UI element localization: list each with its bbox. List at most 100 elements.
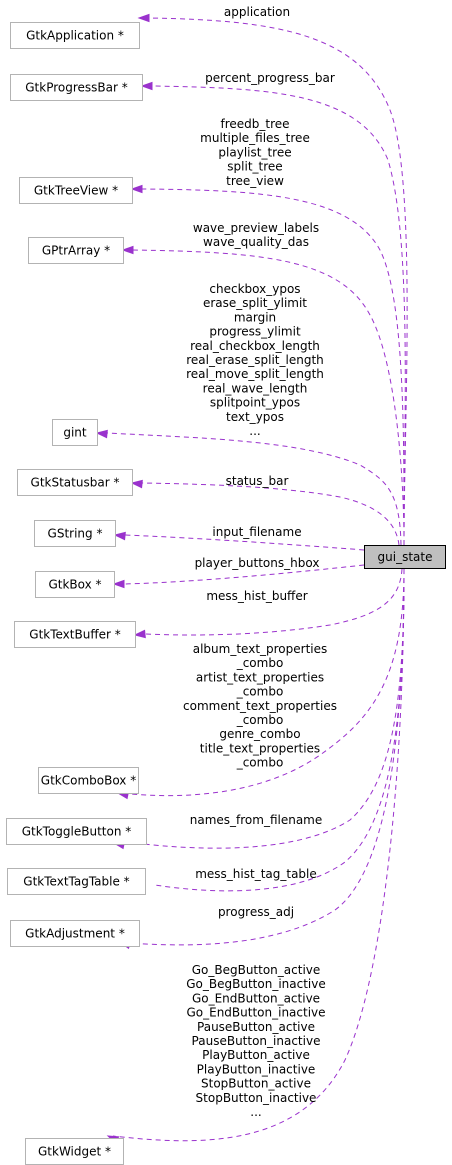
node-label-gtktexttagtable: GtkTextTagTable * xyxy=(23,875,129,889)
member-label: playlist_tree xyxy=(218,145,291,159)
edge-labels-gtkapplication: application xyxy=(224,5,290,19)
edge-labels-gtkwidget: Go_BegButton_activeGo_BegButton_inactive… xyxy=(186,963,325,1119)
node-gptrarray[interactable]: GPtrArray * xyxy=(28,237,124,264)
node-box-gtktextbuffer xyxy=(14,621,136,648)
member-label: StopButton_inactive xyxy=(196,1091,317,1105)
edge-gstring xyxy=(123,534,365,551)
node-gtktextbuffer[interactable]: GtkTextBuffer * xyxy=(14,621,136,648)
node-box-gptrarray xyxy=(28,237,124,264)
node-label-gtkstatusbar: GtkStatusbar * xyxy=(31,476,120,490)
arrowhead-gtkstatusbar xyxy=(130,479,143,489)
member-label: progress_adj xyxy=(218,905,294,919)
member-label: tree_view xyxy=(226,174,284,188)
member-label: Go_BegButton_active xyxy=(192,963,321,977)
node-label-gtkwidget: GtkWidget * xyxy=(38,1145,111,1159)
arrowhead-gtktextbuffer xyxy=(133,629,146,639)
node-box-gint xyxy=(52,419,98,446)
arrowhead-gtkprogressbar xyxy=(140,81,153,91)
node-label-gtktreeview: GtkTreeView * xyxy=(34,184,118,198)
edge-labels-gtkstatusbar: status_bar xyxy=(226,474,289,488)
member-label: StopButton_active xyxy=(201,1077,311,1091)
node-box-gtkprogressbar xyxy=(10,74,143,101)
edge-gptrarray xyxy=(132,249,405,546)
edge-gtkstatusbar xyxy=(141,482,400,546)
member-label: freedb_tree xyxy=(220,117,289,131)
node-box-gtkapplication xyxy=(10,22,140,49)
edge-labels-gtktexttagtable: mess_hist_tag_table xyxy=(195,867,317,881)
edge-gint xyxy=(106,432,402,546)
node-gtkadjustment[interactable]: GtkAdjustment * xyxy=(10,920,140,947)
edge-labels-gtkprogressbar: percent_progress_bar xyxy=(205,71,335,85)
node-gtktexttagtable[interactable]: GtkTextTagTable * xyxy=(7,868,146,895)
member-label: genre_combo xyxy=(219,727,300,741)
member-label: artist_text_properties xyxy=(196,670,324,684)
edge-gtkbox xyxy=(123,564,365,585)
member-label: title_text_properties xyxy=(200,741,320,755)
member-label: splitpoint_ypos xyxy=(210,396,300,410)
node-label-gint: gint xyxy=(63,426,87,440)
member-label: PlayButton_active xyxy=(202,1048,310,1062)
node-gint[interactable]: gint xyxy=(52,419,98,446)
node-gtkwidget[interactable]: GtkWidget * xyxy=(25,1138,124,1165)
member-label: multiple_files_tree xyxy=(200,131,310,145)
node-gtktreeview[interactable]: GtkTreeView * xyxy=(19,177,133,204)
node-box-gtktexttagtable xyxy=(7,868,146,895)
node-gtkbox[interactable]: GtkBox * xyxy=(35,571,115,598)
member-label: player_buttons_hbox xyxy=(195,556,320,570)
member-label: margin xyxy=(234,310,276,324)
member-label: names_from_filename xyxy=(190,813,323,827)
member-label: checkbox_ypos xyxy=(209,282,300,296)
member-label: wave_quality_das xyxy=(203,235,309,249)
node-label-gtkadjustment: GtkAdjustment * xyxy=(25,927,125,941)
member-label: mess_hist_buffer xyxy=(206,589,307,603)
member-label: percent_progress_bar xyxy=(205,71,335,85)
node-box-gtkbox xyxy=(35,571,115,598)
member-label: ... xyxy=(249,424,260,438)
member-label: Go_EndButton_active xyxy=(192,991,320,1005)
node-label-gtkprogressbar: GtkProgressBar * xyxy=(25,81,128,95)
member-label: progress_ylimit xyxy=(209,325,301,339)
node-box-gtkstatusbar xyxy=(17,469,133,496)
edge-labels-gstring: input_filename xyxy=(212,525,301,539)
member-label: PlayButton_inactive xyxy=(197,1062,316,1076)
member-label: real_checkbox_length xyxy=(190,339,320,353)
member-label: split_tree xyxy=(227,160,282,174)
node-label-gtkbox: GtkBox * xyxy=(48,578,101,592)
node-label-gtkcombobox: GtkComboBox * xyxy=(41,774,136,788)
node-gtktogglebutton[interactable]: GtkToggleButton * xyxy=(6,818,147,845)
arrowhead-gptrarray xyxy=(121,245,134,255)
arrowhead-gtkbox xyxy=(112,579,125,589)
node-gstring[interactable]: GString * xyxy=(34,520,116,547)
edge-gtktreeview xyxy=(141,188,405,546)
node-box-gtktogglebutton xyxy=(6,818,147,845)
member-label: ... xyxy=(250,1105,261,1119)
edge-labels-gtktogglebutton: names_from_filename xyxy=(190,813,323,827)
node-label-gptrarray: GPtrArray * xyxy=(42,244,110,258)
edge-labels-gtktreeview: freedb_treemultiple_files_treeplaylist_t… xyxy=(200,117,310,188)
edge-labels-gtkcombobox: album_text_properties_comboartist_text_p… xyxy=(183,642,337,770)
member-label: real_move_split_length xyxy=(186,367,324,381)
member-label: comment_text_properties xyxy=(183,699,337,713)
member-label: status_bar xyxy=(226,474,289,488)
node-gtkcombobox[interactable]: GtkComboBox * xyxy=(38,767,139,794)
arrowhead-gint xyxy=(95,429,108,439)
edge-gtktogglebutton xyxy=(134,568,405,849)
edge-gtkadjustment xyxy=(129,568,405,946)
member-label: Go_BegButton_inactive xyxy=(186,977,325,991)
node-box-gtkadjustment xyxy=(10,920,140,947)
member-label: _combo xyxy=(236,756,284,770)
node-label-gtkapplication: GtkApplication * xyxy=(26,29,124,43)
edge-gtkcombobox xyxy=(130,568,405,797)
node-gtkstatusbar[interactable]: GtkStatusbar * xyxy=(17,469,133,496)
node-label-gtktogglebutton: GtkToggleButton * xyxy=(22,825,132,839)
node-gtkprogressbar[interactable]: GtkProgressBar * xyxy=(10,74,143,101)
target-node-gui-state[interactable]: gui_state xyxy=(364,545,446,569)
member-label: _combo xyxy=(236,713,284,727)
edge-labels-gtkadjustment: progress_adj xyxy=(218,905,294,919)
member-label: _combo xyxy=(236,685,284,699)
edge-labels-gint: checkbox_yposerase_split_ylimitmarginpro… xyxy=(186,282,324,438)
arrowhead-gtkapplication xyxy=(137,13,150,23)
node-gtkapplication[interactable]: GtkApplication * xyxy=(10,22,140,49)
